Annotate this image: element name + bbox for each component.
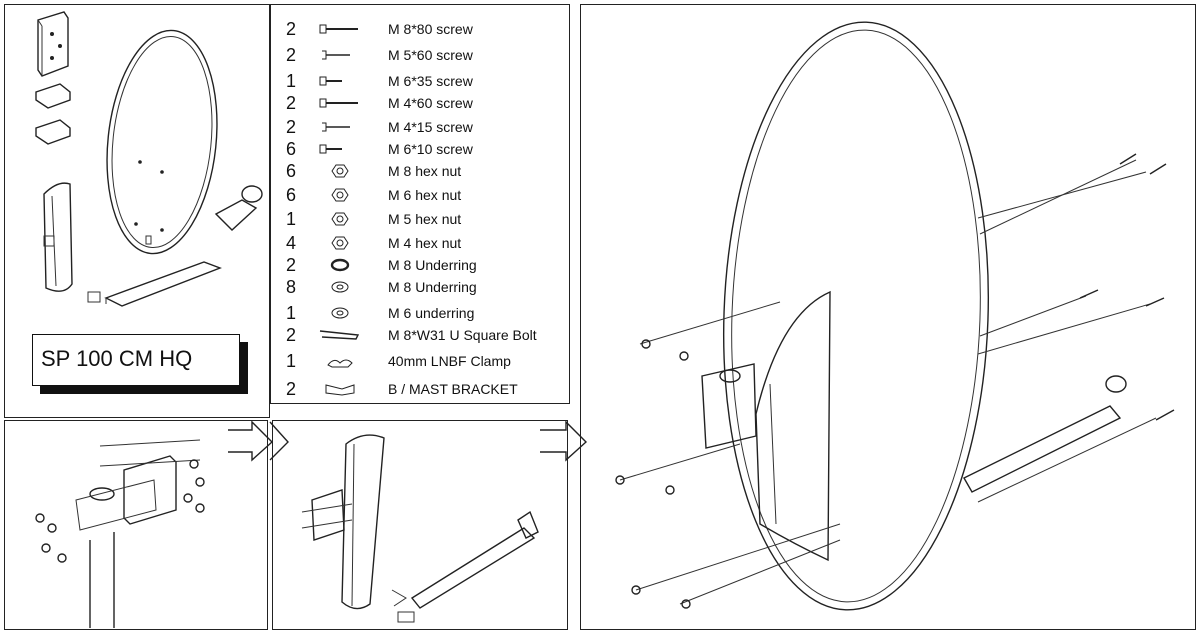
dish-reflector-drawing xyxy=(106,29,218,255)
hex-nut-icon xyxy=(318,211,362,227)
washer-icon xyxy=(318,279,362,295)
feed-arm-drawing xyxy=(87,261,222,307)
part-quantity: 2 xyxy=(286,379,297,399)
model-label-box: SP 100 CM HQ xyxy=(32,334,240,386)
lnbf-clamp-icon xyxy=(318,353,362,369)
bracket-drawing xyxy=(75,439,201,531)
bracket-assembly-drawing xyxy=(301,489,353,541)
part-row: 4 M 4 hex nut xyxy=(272,232,568,254)
part-quantity: 6 xyxy=(286,139,297,159)
assembly-lines-drawing xyxy=(619,159,1157,605)
part-row: 6 M 6 hex nut xyxy=(272,184,568,206)
short-screw-icon xyxy=(318,141,362,157)
screw-icon xyxy=(318,119,362,135)
hardware-drawing xyxy=(615,153,1175,609)
model-label: SP 100 CM HQ xyxy=(41,346,193,371)
step2-illustration xyxy=(301,434,539,623)
part-description: M 8 Underring xyxy=(388,279,477,295)
u-bolt-icon xyxy=(318,327,362,343)
part-row: 2 M 8*80 screw xyxy=(272,18,568,40)
step-arrow-3 xyxy=(269,421,289,461)
part-row: 1 M 6*35 screw xyxy=(272,70,568,92)
part-row: 6 M 8 hex nut xyxy=(272,160,568,182)
part-description: M 6 underring xyxy=(388,305,475,321)
step-arrow-1 xyxy=(228,420,274,462)
part-quantity: 2 xyxy=(286,93,297,113)
part-quantity: 2 xyxy=(286,117,297,137)
part-quantity: 4 xyxy=(286,233,297,253)
parts-list: 2 M 8*80 screw 2 M 5*60 screw 1 M 6*35 screw 2… xyxy=(272,6,568,404)
arm-mount-drawing xyxy=(755,290,831,562)
part-row: 1 40mm LNBF Clamp xyxy=(272,350,568,372)
lock-washer-icon xyxy=(318,257,362,273)
part-description: M 8 hex nut xyxy=(388,163,462,179)
part-quantity: 1 xyxy=(286,303,297,323)
final-assembly-illustration xyxy=(615,21,1175,611)
part-row: 6 M 6*10 screw xyxy=(272,138,568,160)
part-row: 2 M 4*15 screw xyxy=(272,116,568,138)
hex-nut-icon xyxy=(318,163,362,179)
part-row: 2 M 8 Underring xyxy=(272,254,568,276)
part-quantity: 8 xyxy=(286,277,297,297)
part-quantity: 1 xyxy=(286,71,297,91)
step1-panel xyxy=(4,420,268,630)
short-screw-icon xyxy=(318,73,362,89)
part-quantity: 2 xyxy=(286,325,297,345)
feed-arm-drawing xyxy=(391,510,539,623)
part-description: M 5 hex nut xyxy=(388,211,462,227)
part-description: M 5*60 screw xyxy=(388,47,473,63)
part-quantity: 1 xyxy=(286,209,297,229)
screw-icon xyxy=(318,47,362,63)
part-description: M 8*80 screw xyxy=(388,21,473,37)
components-illustration xyxy=(35,11,263,307)
mast-bracket-icon xyxy=(318,381,362,397)
part-row: 2 M 8*W31 U Square Bolt xyxy=(272,324,568,346)
dish-reflector-drawing xyxy=(722,21,990,611)
part-description: M 4*60 screw xyxy=(388,95,473,111)
part-description: B / MAST BRACKET xyxy=(388,381,518,397)
part-quantity: 2 xyxy=(286,19,297,39)
part-description: M 8*W31 U Square Bolt xyxy=(388,327,537,343)
part-row: 2 M 5*60 screw xyxy=(272,44,568,66)
feed-arm-drawing xyxy=(963,375,1127,493)
part-description: M 6*35 screw xyxy=(388,73,473,89)
part-description: M 6*10 screw xyxy=(388,141,473,157)
part-quantity: 1 xyxy=(286,351,297,371)
wall-bracket-drawing xyxy=(37,11,69,77)
lnb-holder-drawing xyxy=(214,185,263,231)
part-row: 1 M 5 hex nut xyxy=(272,208,568,230)
final-assembly-panel xyxy=(580,4,1196,630)
part-description: 40mm LNBF Clamp xyxy=(388,353,511,369)
part-row: 2 M 4*60 screw xyxy=(272,92,568,114)
part-quantity: 2 xyxy=(286,45,297,65)
long-screw-icon xyxy=(318,21,362,37)
part-quantity: 6 xyxy=(286,161,297,181)
part-row: 8 M 8 Underring xyxy=(272,276,568,298)
part-row: 2 B / MAST BRACKET xyxy=(272,378,568,400)
arm-mount-drawing xyxy=(341,434,385,610)
part-row: 1 M 6 underring xyxy=(272,302,568,324)
part-quantity: 6 xyxy=(286,185,297,205)
part-description: M 4*15 screw xyxy=(388,119,473,135)
part-description: M 6 hex nut xyxy=(388,187,462,203)
clamp-plate-drawing xyxy=(35,83,71,145)
part-quantity: 2 xyxy=(286,255,297,275)
part-description: M 8 Underring xyxy=(388,257,477,273)
arm-mount-drawing xyxy=(43,182,73,292)
long-screw-icon xyxy=(318,95,362,111)
washer-icon xyxy=(318,305,362,321)
step-arrow-2 xyxy=(540,420,588,462)
hardware-drawing xyxy=(35,459,205,563)
part-description: M 4 hex nut xyxy=(388,235,462,251)
bracket-assembly-drawing xyxy=(701,363,757,449)
hex-nut-icon xyxy=(318,235,362,251)
step1-illustration xyxy=(35,439,205,628)
hex-nut-icon xyxy=(318,187,362,203)
mast-drawing xyxy=(89,487,115,628)
parts-list-panel xyxy=(270,4,570,404)
